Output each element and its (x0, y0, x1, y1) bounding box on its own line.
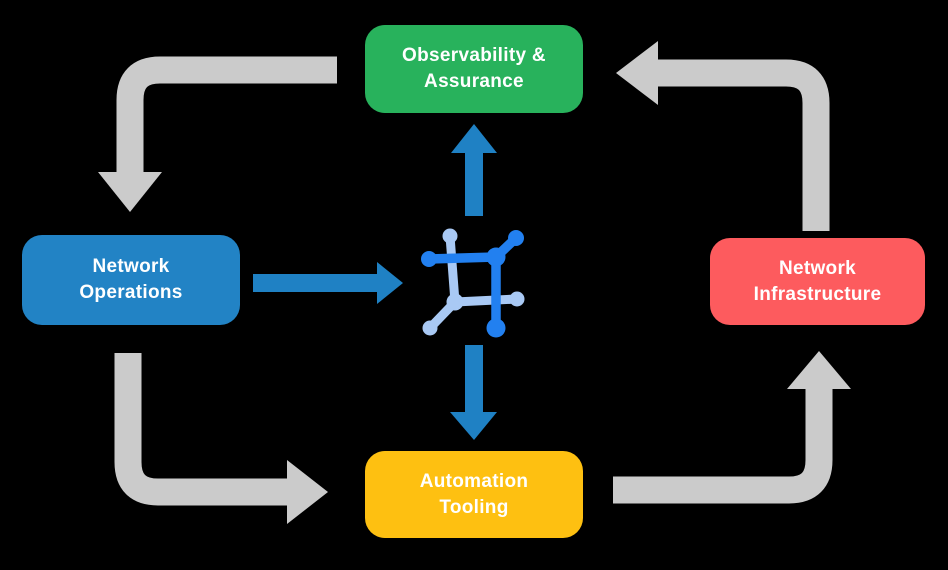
icon-edge-left (445, 231, 460, 307)
node-label: Observability & Assurance (402, 45, 546, 92)
cycle-arrow-observability-to-operations (98, 56, 337, 212)
cycle-arrow-shaft (114, 353, 288, 506)
network-mesh-icon (421, 228, 525, 338)
network-mesh-icon-light-layer (422, 228, 525, 336)
flow-arrowhead-up (451, 124, 497, 153)
icon-edge-bottom (450, 294, 522, 307)
node-label: Automation Tooling (419, 470, 529, 518)
icon-node-top-light (442, 228, 458, 244)
cycle-arrowhead-up (787, 351, 851, 389)
cycle-arrow-shaft (658, 59, 830, 231)
icon-node-left-dark (421, 251, 437, 267)
node-observability-assurance: Observability & Assurance (365, 25, 583, 113)
icon-corner-top-right-dark (486, 247, 506, 267)
network-mesh-icon-dark-layer (421, 230, 524, 338)
cycle-arrowhead-down (98, 172, 162, 212)
icon-node-bottom-left-light (422, 320, 438, 336)
node-label: Network Infrastructure (753, 257, 882, 305)
cycle-arrow-operations-to-automation (114, 353, 328, 524)
node-network-operations: Network Operations (22, 235, 240, 325)
node-network-infrastructure: Network Infrastructure (710, 238, 925, 325)
flow-arrow-operations-to-center (253, 262, 403, 304)
icon-node-bottom-dark (486, 318, 506, 338)
icon-node-right-light (509, 291, 525, 307)
flow-arrowhead-right (377, 262, 403, 304)
cycle-arrowhead-left (616, 41, 658, 105)
cycle-arrow-infrastructure-to-observability (616, 41, 830, 231)
cycle-arrow-shaft (613, 389, 833, 504)
flow-arrow-center-to-observability (451, 124, 497, 216)
node-automation-tooling: Automation Tooling (365, 451, 583, 538)
icon-node-top-right-dark (508, 230, 524, 246)
icon-edge-top (424, 252, 501, 264)
cycle-arrow-automation-to-infrastructure (613, 351, 851, 504)
cycle-arrowhead-right (287, 460, 328, 524)
cycle-arrow-shaft (116, 56, 337, 174)
flow-arrowhead-down (450, 412, 497, 440)
node-label: Network Operations (79, 256, 183, 303)
icon-corner-bottom-left-light (446, 293, 464, 311)
flow-arrow-center-to-automation (450, 345, 497, 440)
